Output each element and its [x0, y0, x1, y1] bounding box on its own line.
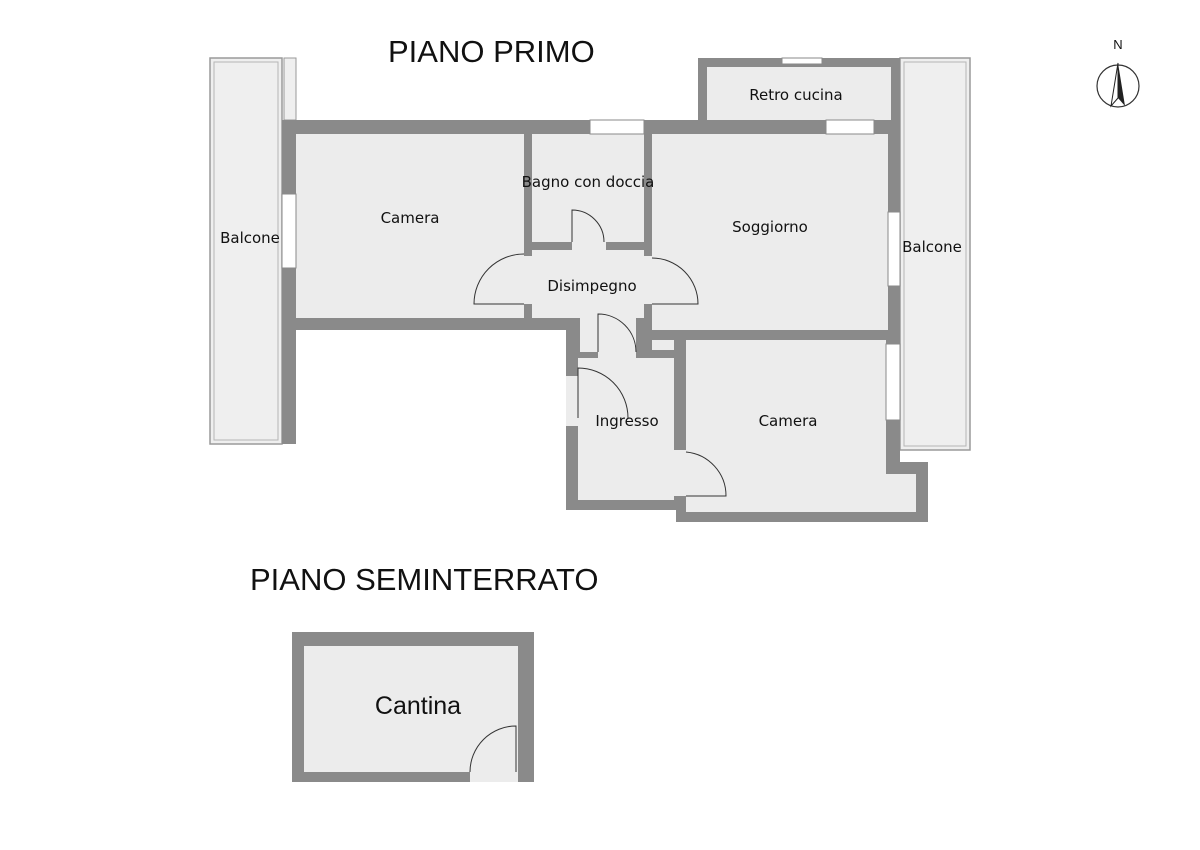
room-retro-cucina-walls [698, 57, 900, 130]
label-retro-cucina: Retro cucina [749, 86, 843, 104]
balcony-right [899, 57, 971, 451]
floor-title-first: PIANO PRIMO [388, 34, 595, 69]
label-soggiorno: Soggiorno [732, 218, 808, 236]
cantina-walls [292, 632, 534, 782]
label-cantina: Cantina [375, 692, 461, 720]
doors [473, 209, 727, 497]
windows [281, 119, 901, 421]
compass-label: N [1113, 37, 1122, 52]
label-disimpegno: Disimpegno [547, 277, 636, 295]
north-arrow-icon: N [1096, 37, 1140, 108]
label-camera-1: Camera [381, 209, 440, 227]
label-balcone-left: Balcone [220, 229, 280, 247]
floor-title-basement: PIANO SEMINTERRATO [250, 562, 599, 597]
apartment-walls [282, 120, 928, 522]
label-camera-2: Camera [759, 412, 818, 430]
label-balcone-right: Balcone [902, 238, 962, 256]
label-bagno: Bagno con doccia [522, 173, 655, 191]
label-ingresso: Ingresso [595, 412, 658, 430]
